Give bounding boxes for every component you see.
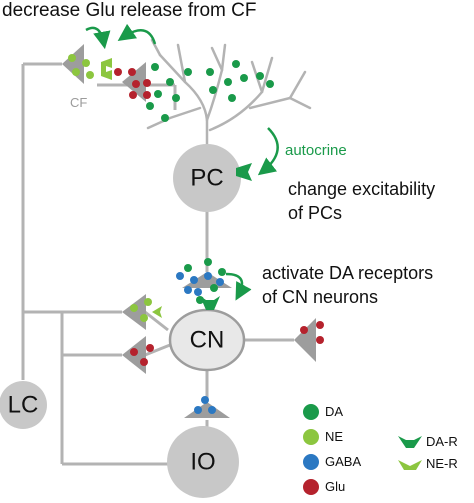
da-molecule bbox=[266, 80, 274, 88]
da-molecule bbox=[256, 72, 264, 80]
io-terminal bbox=[184, 402, 230, 418]
da-molecule bbox=[218, 268, 226, 276]
da-molecule bbox=[184, 264, 192, 272]
legend-glu-dot bbox=[303, 479, 319, 495]
cn-node-label: CN bbox=[190, 327, 225, 354]
gaba-molecule bbox=[176, 272, 184, 280]
lc-node bbox=[0, 381, 47, 429]
glu-molecule bbox=[114, 68, 122, 76]
ne-receptor-cn bbox=[152, 306, 162, 318]
lc-projection-lines bbox=[21, 62, 168, 466]
lc-node-label: LC bbox=[8, 392, 39, 419]
da-molecule bbox=[209, 86, 217, 94]
legend-markers bbox=[303, 404, 422, 495]
autocrine-label: autocrine bbox=[285, 142, 347, 159]
arrow-lc-to-cf bbox=[85, 26, 111, 50]
da-molecule bbox=[232, 60, 240, 68]
glu-molecule bbox=[146, 344, 154, 352]
glu-molecule bbox=[316, 321, 324, 329]
da-molecule bbox=[206, 68, 214, 76]
pc-effect-line1: change excitability bbox=[288, 179, 436, 199]
cn-effect-line2: of CN neurons bbox=[262, 287, 379, 307]
arrow-autocrine bbox=[257, 127, 279, 176]
lc-terminal-top bbox=[62, 44, 84, 84]
green-arrows bbox=[85, 23, 279, 301]
da-molecule bbox=[204, 258, 212, 266]
diagram-title: decrease Glu release from CF bbox=[2, 0, 257, 21]
da-molecule bbox=[166, 78, 174, 86]
legend-ne-label: NE bbox=[325, 429, 344, 444]
ne-molecule bbox=[68, 54, 76, 62]
legend-ne-r-label: NE-R bbox=[426, 456, 458, 471]
legend-da-dot bbox=[303, 404, 319, 420]
legend-glu-label: Glu bbox=[325, 479, 346, 494]
cf-label: CF bbox=[70, 95, 88, 110]
gaba-molecule bbox=[201, 396, 209, 404]
pc-node bbox=[173, 144, 241, 212]
da-molecule bbox=[224, 78, 232, 86]
glu-molecule bbox=[143, 91, 151, 99]
da-molecule bbox=[161, 114, 169, 122]
da-molecule bbox=[240, 74, 248, 82]
pc-effect-line2: of PCs bbox=[288, 203, 343, 223]
da-receptor-cn bbox=[200, 296, 220, 310]
gaba-molecule bbox=[184, 286, 192, 294]
legend-da-r-label: DA-R bbox=[426, 434, 458, 449]
legend-gaba-label: GABA bbox=[325, 454, 362, 469]
glu-molecule bbox=[128, 68, 136, 76]
glu-molecule bbox=[300, 326, 308, 334]
io-node bbox=[167, 426, 239, 498]
da-molecule bbox=[146, 102, 154, 110]
legend-gaba-dot bbox=[303, 454, 319, 470]
ne-molecule bbox=[130, 304, 138, 312]
ne-molecule bbox=[86, 71, 94, 79]
glu-molecule bbox=[143, 79, 151, 87]
glu-molecule bbox=[140, 358, 148, 366]
arrow-da-to-cf bbox=[117, 23, 157, 45]
legend-ne-dot bbox=[303, 429, 319, 445]
da-molecule bbox=[151, 63, 159, 71]
molecules bbox=[68, 54, 324, 414]
da-molecule bbox=[196, 296, 204, 304]
ne-molecule bbox=[144, 298, 152, 306]
gaba-molecule bbox=[208, 406, 216, 414]
ne-molecule bbox=[82, 59, 90, 67]
glu-molecule bbox=[132, 80, 140, 88]
gaba-molecule bbox=[204, 272, 212, 280]
glu-molecule bbox=[129, 91, 137, 99]
arrow-cn-da bbox=[225, 272, 252, 301]
da-molecule bbox=[154, 90, 162, 98]
cn-effect-line1: activate DA receptors bbox=[262, 263, 434, 283]
legend-da-label: DA bbox=[325, 404, 344, 419]
gaba-molecule bbox=[194, 288, 202, 296]
da-molecule bbox=[210, 284, 218, 292]
pc-node-label: PC bbox=[190, 165, 223, 192]
gaba-molecule bbox=[216, 278, 224, 286]
glu-molecule bbox=[316, 336, 324, 344]
ne-molecule bbox=[140, 314, 148, 322]
right-terminal bbox=[294, 318, 316, 362]
legend-da-receptor-icon bbox=[398, 436, 422, 448]
gaba-molecule bbox=[190, 276, 198, 284]
da-receptor-pc bbox=[236, 163, 252, 181]
glu-molecule bbox=[130, 348, 138, 356]
receptors bbox=[101, 58, 252, 318]
io-node-label: IO bbox=[190, 449, 215, 476]
ne-receptor-cf bbox=[101, 58, 112, 80]
pc-dendrites bbox=[146, 38, 312, 152]
da-molecule bbox=[228, 94, 236, 102]
legend-ne-receptor-icon bbox=[398, 460, 422, 470]
da-molecule bbox=[184, 68, 192, 76]
ne-molecule bbox=[72, 68, 80, 76]
da-molecule bbox=[172, 94, 180, 102]
gaba-molecule bbox=[194, 406, 202, 414]
